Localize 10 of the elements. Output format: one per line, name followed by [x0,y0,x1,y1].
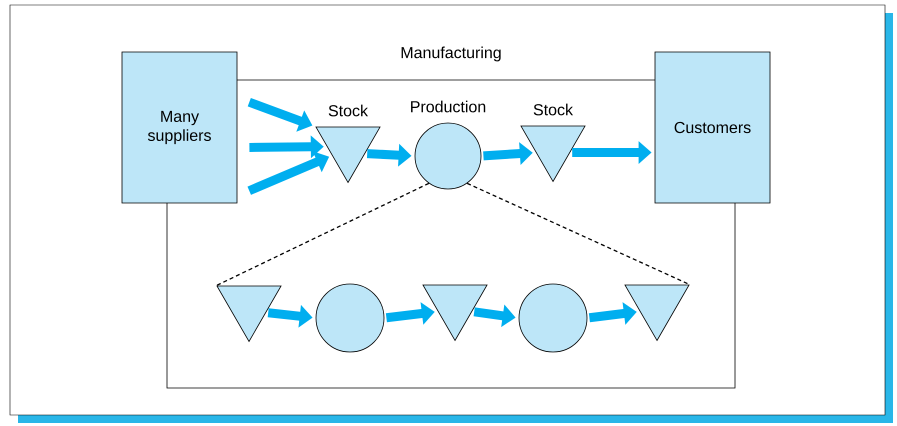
dashed-line [216,182,430,286]
node-label: Stock [534,104,574,116]
process-circle [518,284,588,352]
process-box: Many suppliers [122,52,238,204]
region-title: Manufacturing [402,46,501,62]
node-label: Production [411,100,486,112]
process-box: Customers [654,52,770,204]
dashed-line [466,182,690,286]
process-circle [316,284,384,352]
node-label: Stock [328,104,368,116]
